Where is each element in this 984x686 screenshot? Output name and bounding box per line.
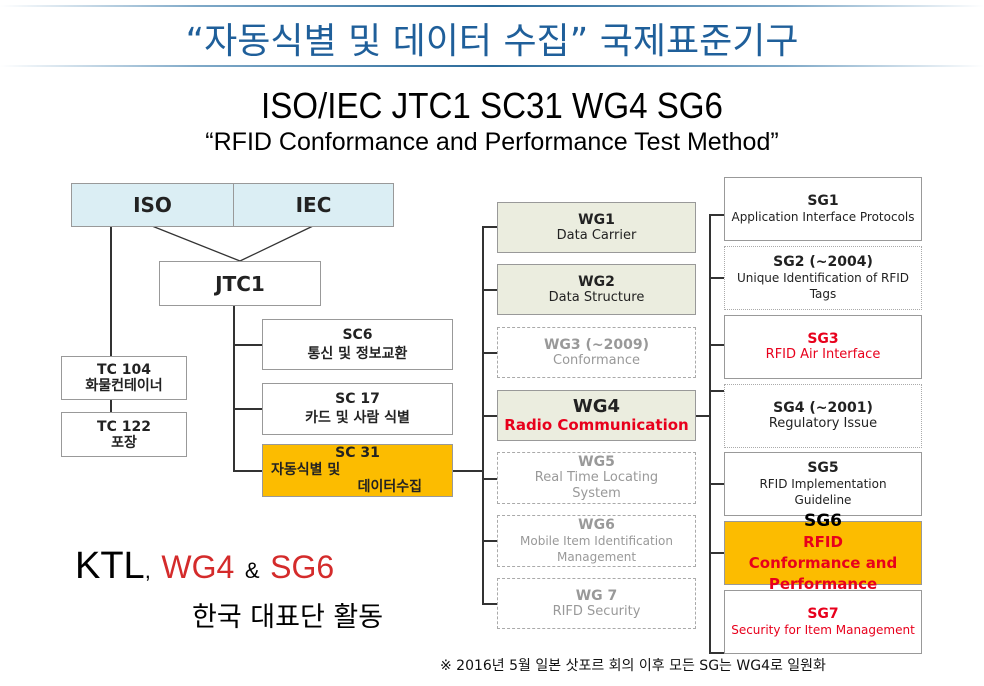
ktl-activity: 한국 대표단 활동 (192, 602, 384, 633)
iec-box: IEC (233, 183, 394, 227)
jtc1-box: JTC1 (159, 261, 321, 306)
header-top-line (0, 5, 984, 7)
subtitle: ISO/IEC JTC1 SC31 WG4 SG6 (261, 85, 723, 126)
slide-title: “자동식별 및 데이터 수집” 국제표준기구 (185, 21, 799, 62)
wg3-box: WG3 (~2009)Conformance (497, 327, 696, 378)
footnote: ※ 2016년 5월 일본 삿포르 회의 이후 모든 SG는 WG4로 일원화 (440, 658, 826, 674)
header-bottom-line (0, 65, 984, 67)
sg4-box: SG4 (~2001)Regulatory Issue (724, 384, 922, 448)
iso-box: ISO (71, 183, 234, 227)
subtitle-quote: “RFID Conformance and Performance Test M… (205, 128, 779, 156)
sg2-box: SG2 (~2004)Unique Identification of RFID… (724, 246, 922, 310)
ktl-label: KTL, WG4 & SG6 (75, 545, 335, 587)
